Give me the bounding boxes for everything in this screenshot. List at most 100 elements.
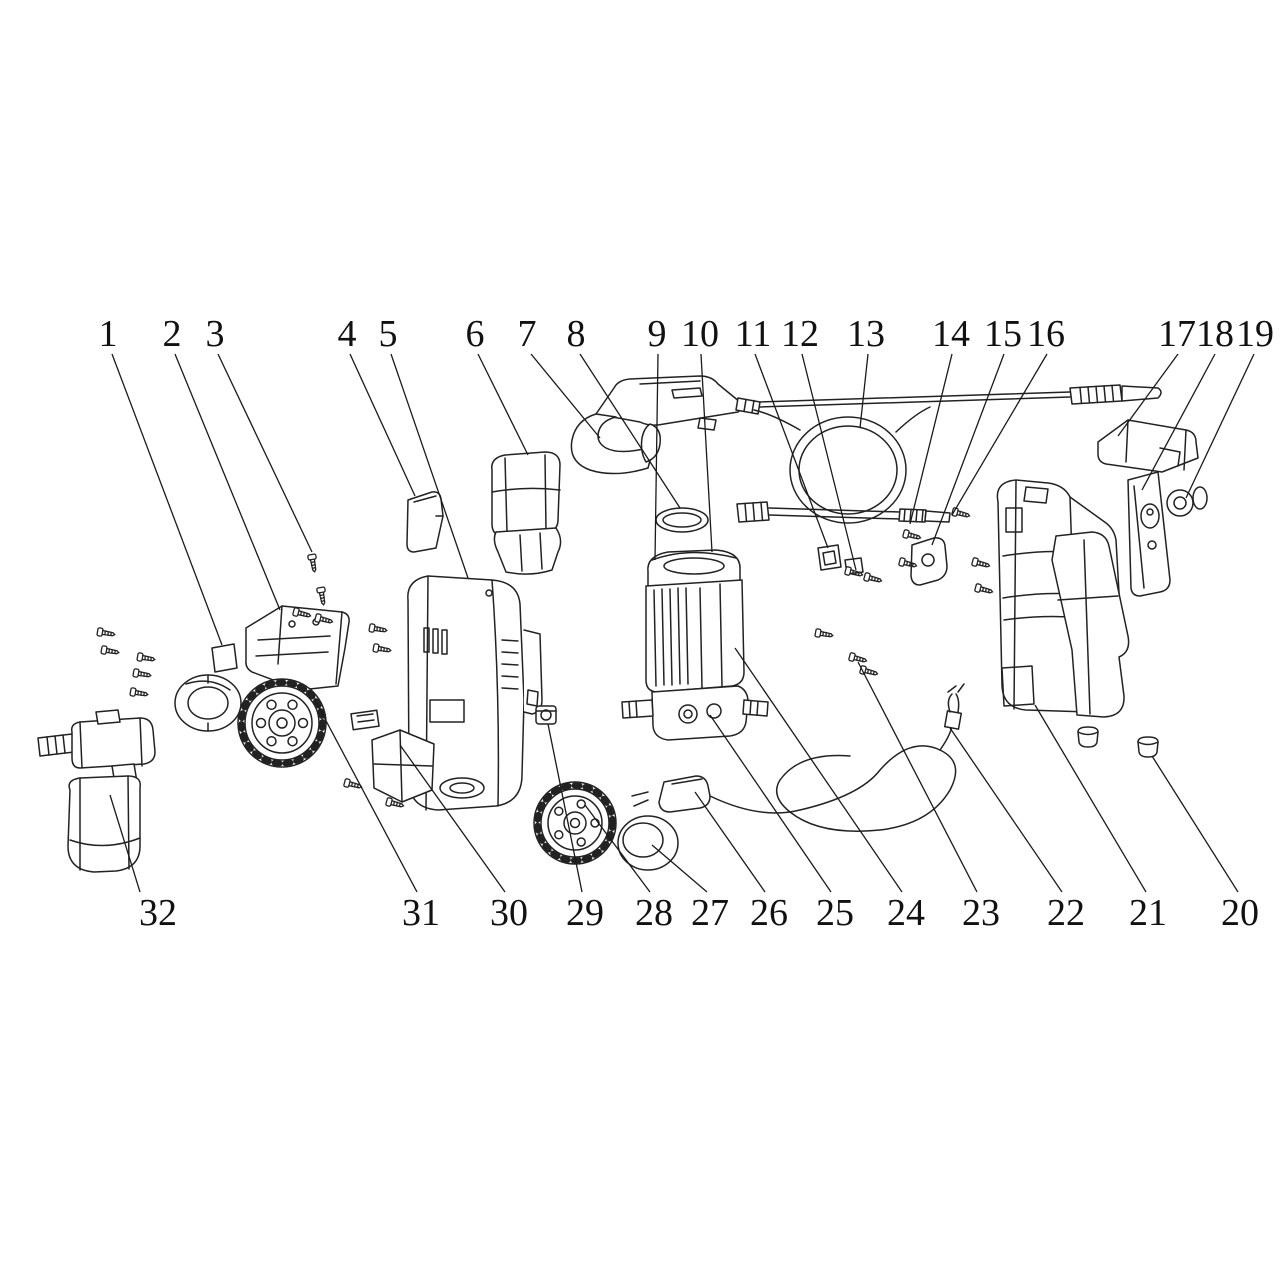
callout-leader-31: [314, 699, 418, 893]
part-grommets: [1166, 486, 1208, 517]
callout-label-21: 21: [1129, 892, 1167, 934]
callout-label-28: 28: [635, 892, 673, 934]
callout-leader-7: [530, 353, 601, 439]
callout-leader-30: [399, 744, 506, 893]
callout-label-16: 16: [1027, 313, 1065, 355]
part-clip: [406, 491, 444, 553]
screw-icon: [814, 628, 834, 638]
callout-leader-22: [949, 727, 1063, 893]
callout-label-13: 13: [847, 313, 885, 355]
callout-leader-2: [174, 353, 281, 611]
callout-leader-14: [909, 353, 953, 525]
callout-label-31: 31: [402, 892, 440, 934]
screw-icon: [307, 553, 317, 573]
callout-leader-23: [857, 661, 978, 893]
callout-label-9: 9: [648, 313, 667, 355]
screw-icon: [974, 583, 994, 594]
callout-label-3: 3: [206, 313, 225, 355]
callout-leader-26: [694, 791, 766, 893]
callout-label-19: 19: [1236, 313, 1274, 355]
callout-leader-12: [801, 353, 857, 571]
part-top-cover: [1097, 419, 1199, 473]
callout-leader-9: [654, 353, 659, 561]
callout-label-2: 2: [163, 313, 182, 355]
callout-label-30: 30: [490, 892, 528, 934]
screw-icon: [136, 652, 156, 662]
callout-leader-27: [651, 844, 708, 893]
callout-leader-11: [754, 353, 829, 549]
callout-leader-5: [390, 353, 469, 579]
screw-icon: [368, 623, 388, 633]
screw-icon: [971, 557, 991, 568]
callout-label-22: 22: [1047, 892, 1085, 934]
part-disc: [174, 674, 242, 732]
part-motor-pump: [621, 549, 769, 741]
callout-leader-24: [734, 647, 903, 893]
part-bracket: [910, 537, 948, 586]
part-right-shell: [996, 479, 1130, 718]
screw-icon: [951, 507, 971, 518]
callout-label-18: 18: [1196, 313, 1234, 355]
callout-label-15: 15: [984, 313, 1022, 355]
part-clamp-ring: [655, 507, 709, 533]
part-cap: [1077, 726, 1159, 758]
callout-label-26: 26: [750, 892, 788, 934]
part-hubcap: [617, 815, 679, 871]
callout-leader-4: [349, 353, 416, 497]
callout-leader-19: [1185, 353, 1255, 499]
part-handle-bracket: [245, 605, 350, 691]
callout-label-4: 4: [338, 313, 357, 355]
part-spray-gun: [570, 375, 761, 475]
screw-icon: [100, 645, 120, 655]
callout-leader-15: [931, 353, 1005, 546]
part-gun-holster: [491, 451, 562, 575]
part-main-housing: [407, 575, 543, 811]
callout-leader-16: [951, 353, 1048, 516]
part-foam-cannon: [37, 709, 156, 873]
part-plate: [211, 643, 238, 673]
parts-artwork: [37, 375, 1208, 873]
callout-label-14: 14: [932, 313, 970, 355]
callout-leader-32: [109, 794, 141, 893]
part-side-panel: [1127, 471, 1171, 597]
callout-label-25: 25: [816, 892, 854, 934]
callout-label-24: 24: [887, 892, 925, 934]
screw-icon: [844, 566, 864, 577]
callout-leader-8: [579, 353, 681, 509]
callout-leader-21: [1034, 704, 1147, 893]
callout-label-23: 23: [962, 892, 1000, 934]
callout-label-27: 27: [691, 892, 729, 934]
part-hose-coil: [753, 406, 931, 524]
screw-icon: [898, 557, 918, 568]
screw-icon: [129, 687, 149, 697]
screw-icon: [848, 652, 868, 663]
callout-label-7: 7: [518, 313, 537, 355]
callout-label-29: 29: [566, 892, 604, 934]
part-cap-nut: [535, 705, 557, 725]
callout-label-11: 11: [735, 313, 772, 355]
screw-icon: [292, 607, 312, 618]
screw-icon: [96, 627, 116, 637]
callout-leader-18: [1141, 353, 1216, 491]
callout-leader-20: [1151, 755, 1239, 893]
screw-icon: [863, 572, 883, 583]
screw-icon: [902, 529, 922, 540]
screw-icon: [132, 668, 152, 678]
callout-label-17: 17: [1158, 313, 1196, 355]
callout-leader-6: [477, 353, 529, 456]
screw-icon: [314, 613, 334, 624]
callout-leader-10: [700, 353, 713, 553]
callout-label-6: 6: [466, 313, 485, 355]
screw-icon: [316, 586, 326, 606]
screw-icon: [372, 643, 392, 653]
callout-label-5: 5: [379, 313, 398, 355]
callout-label-10: 10: [681, 313, 719, 355]
callout-leader-29: [547, 723, 583, 893]
part-power-cord: [631, 683, 965, 832]
callout-label-1: 1: [99, 313, 118, 355]
callout-label-32: 32: [139, 892, 177, 934]
callout-leader-25: [709, 714, 832, 893]
callout-leader-17: [1117, 353, 1179, 437]
